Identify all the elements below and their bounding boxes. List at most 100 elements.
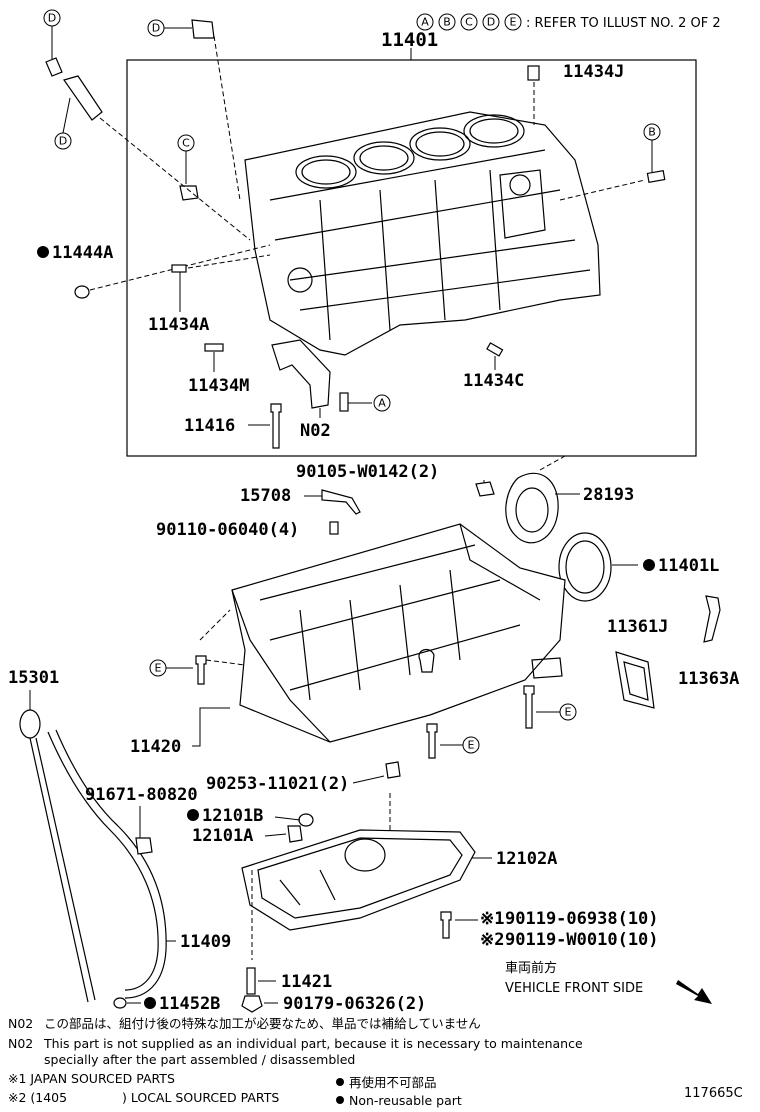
part-90253-stud bbox=[385, 761, 401, 779]
ref-d-top: D bbox=[48, 12, 56, 25]
part-90105-bolt bbox=[475, 481, 495, 497]
refer-letter-d: D bbox=[487, 16, 495, 29]
lower-crankcase-drawing bbox=[231, 523, 566, 743]
ref-e-3: E bbox=[468, 739, 475, 752]
non-reusable-dot-icon bbox=[643, 559, 655, 571]
part-c-plug bbox=[179, 185, 199, 201]
cylinder-block-drawing bbox=[244, 111, 601, 356]
vehicle-front-jp: 車両前方 bbox=[505, 960, 557, 976]
label-12102A[interactable]: 12102A bbox=[496, 849, 557, 869]
part-90119-bolt bbox=[440, 911, 452, 939]
label-12101A[interactable]: 12101A bbox=[192, 826, 253, 846]
label-11434J[interactable]: 11434J bbox=[563, 62, 624, 82]
part-d-sensor bbox=[63, 75, 103, 121]
label-11434C[interactable]: 11434C bbox=[463, 371, 524, 391]
label-11416[interactable]: 11416 bbox=[184, 416, 235, 436]
ref-a: A bbox=[378, 397, 386, 410]
part-11434J-pin bbox=[527, 65, 540, 81]
label-90253[interactable]: 90253-11021(2) bbox=[206, 774, 349, 794]
ref-d-bottom: D bbox=[59, 135, 67, 148]
refer-letter-a: A bbox=[421, 16, 429, 29]
label-91671[interactable]: 91671-80820 bbox=[85, 785, 198, 805]
label-11409[interactable]: 11409 bbox=[180, 932, 231, 952]
mark-2: ※2 bbox=[480, 930, 504, 950]
part-15301-gauge bbox=[19, 709, 41, 739]
part-a-dowel bbox=[339, 392, 349, 412]
note-1-code: N02 bbox=[8, 1016, 33, 1031]
part-11452B-oring bbox=[113, 997, 127, 1009]
ref-d-mid: D bbox=[152, 22, 160, 35]
refer-letter-c: C bbox=[465, 16, 473, 29]
part-11434A-pin bbox=[171, 264, 187, 273]
label-11434M[interactable]: 11434M bbox=[188, 376, 249, 396]
note-1-text: この部品は、組付け後の特殊な加工が必要なため、単品では補給していません bbox=[44, 1016, 481, 1031]
note-2-code: N02 bbox=[8, 1036, 33, 1051]
label-11420[interactable]: 11420 bbox=[130, 737, 181, 757]
label-15708[interactable]: 15708 bbox=[240, 486, 291, 506]
refer-text: : REFER TO ILLUST NO. 2 OF 2 bbox=[526, 16, 721, 31]
part-11363A-bracket bbox=[703, 595, 721, 643]
non-reusable-dot-icon bbox=[37, 246, 49, 258]
mark-1: ※1 bbox=[480, 909, 504, 929]
part-11434M-pin bbox=[204, 343, 224, 352]
label-11452B[interactable]: 11452B bbox=[159, 994, 220, 1014]
label-90105[interactable]: 90105-W0142(2) bbox=[296, 462, 439, 482]
ref-e-1: E bbox=[155, 662, 162, 675]
refer-letter-e: E bbox=[510, 16, 517, 29]
label-11444A[interactable]: 11444A bbox=[52, 243, 113, 263]
ref-e-2: E bbox=[565, 706, 572, 719]
label-28193[interactable]: 28193 bbox=[583, 485, 634, 505]
part-e-bolt-1 bbox=[195, 655, 207, 685]
part-e-bolt-2 bbox=[523, 685, 535, 729]
label-90179[interactable]: 90179-06326(2) bbox=[283, 994, 426, 1014]
label-90110[interactable]: 90110-06040(4) bbox=[156, 520, 299, 540]
label-11401L[interactable]: 11401L bbox=[658, 556, 719, 576]
part-28193-plate bbox=[505, 472, 559, 544]
part-11409-guide bbox=[47, 731, 159, 991]
part-12101A-plug bbox=[287, 825, 303, 843]
label-90119-a[interactable]: 90119-06938(10) bbox=[505, 909, 659, 929]
label-15301[interactable]: 15301 bbox=[8, 668, 59, 688]
non-reusable-en: Non-reusable part bbox=[349, 1093, 462, 1108]
part-11416-bolt bbox=[270, 403, 282, 449]
non-reusable-dot-icon bbox=[336, 1096, 344, 1104]
part-d-screw bbox=[45, 57, 63, 77]
part-e-bolt-3 bbox=[426, 723, 438, 759]
part-90179-nut bbox=[241, 995, 263, 1013]
note-2-line2: specially after the part assembled / dis… bbox=[44, 1052, 355, 1067]
header-legend: A B C D E : REFER TO ILLUST NO. 2 OF 2 bbox=[416, 13, 721, 31]
oil-pan-drawing bbox=[241, 829, 476, 931]
part-11361J-cover bbox=[615, 651, 655, 709]
label-11421[interactable]: 11421 bbox=[281, 972, 332, 992]
non-reusable-dot-icon bbox=[187, 809, 199, 821]
note-mark-2a: ※2 (1405 bbox=[8, 1090, 67, 1105]
label-11361J[interactable]: 11361J bbox=[607, 617, 668, 637]
non-reusable-dot-icon bbox=[336, 1078, 344, 1086]
note-mark-2b: ) LOCAL SOURCED PARTS bbox=[122, 1090, 279, 1105]
part-91671-bolt bbox=[135, 837, 153, 855]
part-b-dowel bbox=[646, 169, 666, 184]
part-11401L-seal bbox=[558, 532, 612, 602]
non-reusable-jp: 再使用不可部品 bbox=[349, 1075, 437, 1090]
non-reusable-dot-icon bbox=[144, 997, 156, 1009]
part-11434C-pin bbox=[486, 342, 504, 357]
label-90119-b[interactable]: 90119-W0010(10) bbox=[505, 930, 659, 950]
label-11434A[interactable]: 11434A bbox=[148, 315, 209, 335]
ref-c: C bbox=[182, 137, 190, 150]
vehicle-front-en: VEHICLE FRONT SIDE bbox=[505, 981, 643, 996]
part-15708-sensor bbox=[321, 489, 361, 515]
part-12101B-gasket bbox=[298, 813, 314, 827]
part-d-jet bbox=[191, 19, 215, 39]
label-11363A[interactable]: 11363A bbox=[678, 669, 739, 689]
label-12101B[interactable]: 12101B bbox=[202, 806, 263, 826]
refer-letter-b: B bbox=[443, 16, 451, 29]
note-mark-1: ※1 JAPAN SOURCED PARTS bbox=[8, 1071, 175, 1086]
front-direction-arrow-icon bbox=[676, 980, 712, 1004]
part-bearing-cap bbox=[271, 339, 331, 409]
label-11401[interactable]: 11401 bbox=[381, 29, 438, 51]
label-N02[interactable]: N02 bbox=[300, 421, 331, 441]
ref-b-pin: B bbox=[648, 126, 656, 139]
part-90110-bolt bbox=[329, 521, 339, 535]
note-2-line1: This part is not supplied as an individu… bbox=[43, 1036, 583, 1051]
illustration-number: 117665C bbox=[684, 1086, 743, 1101]
